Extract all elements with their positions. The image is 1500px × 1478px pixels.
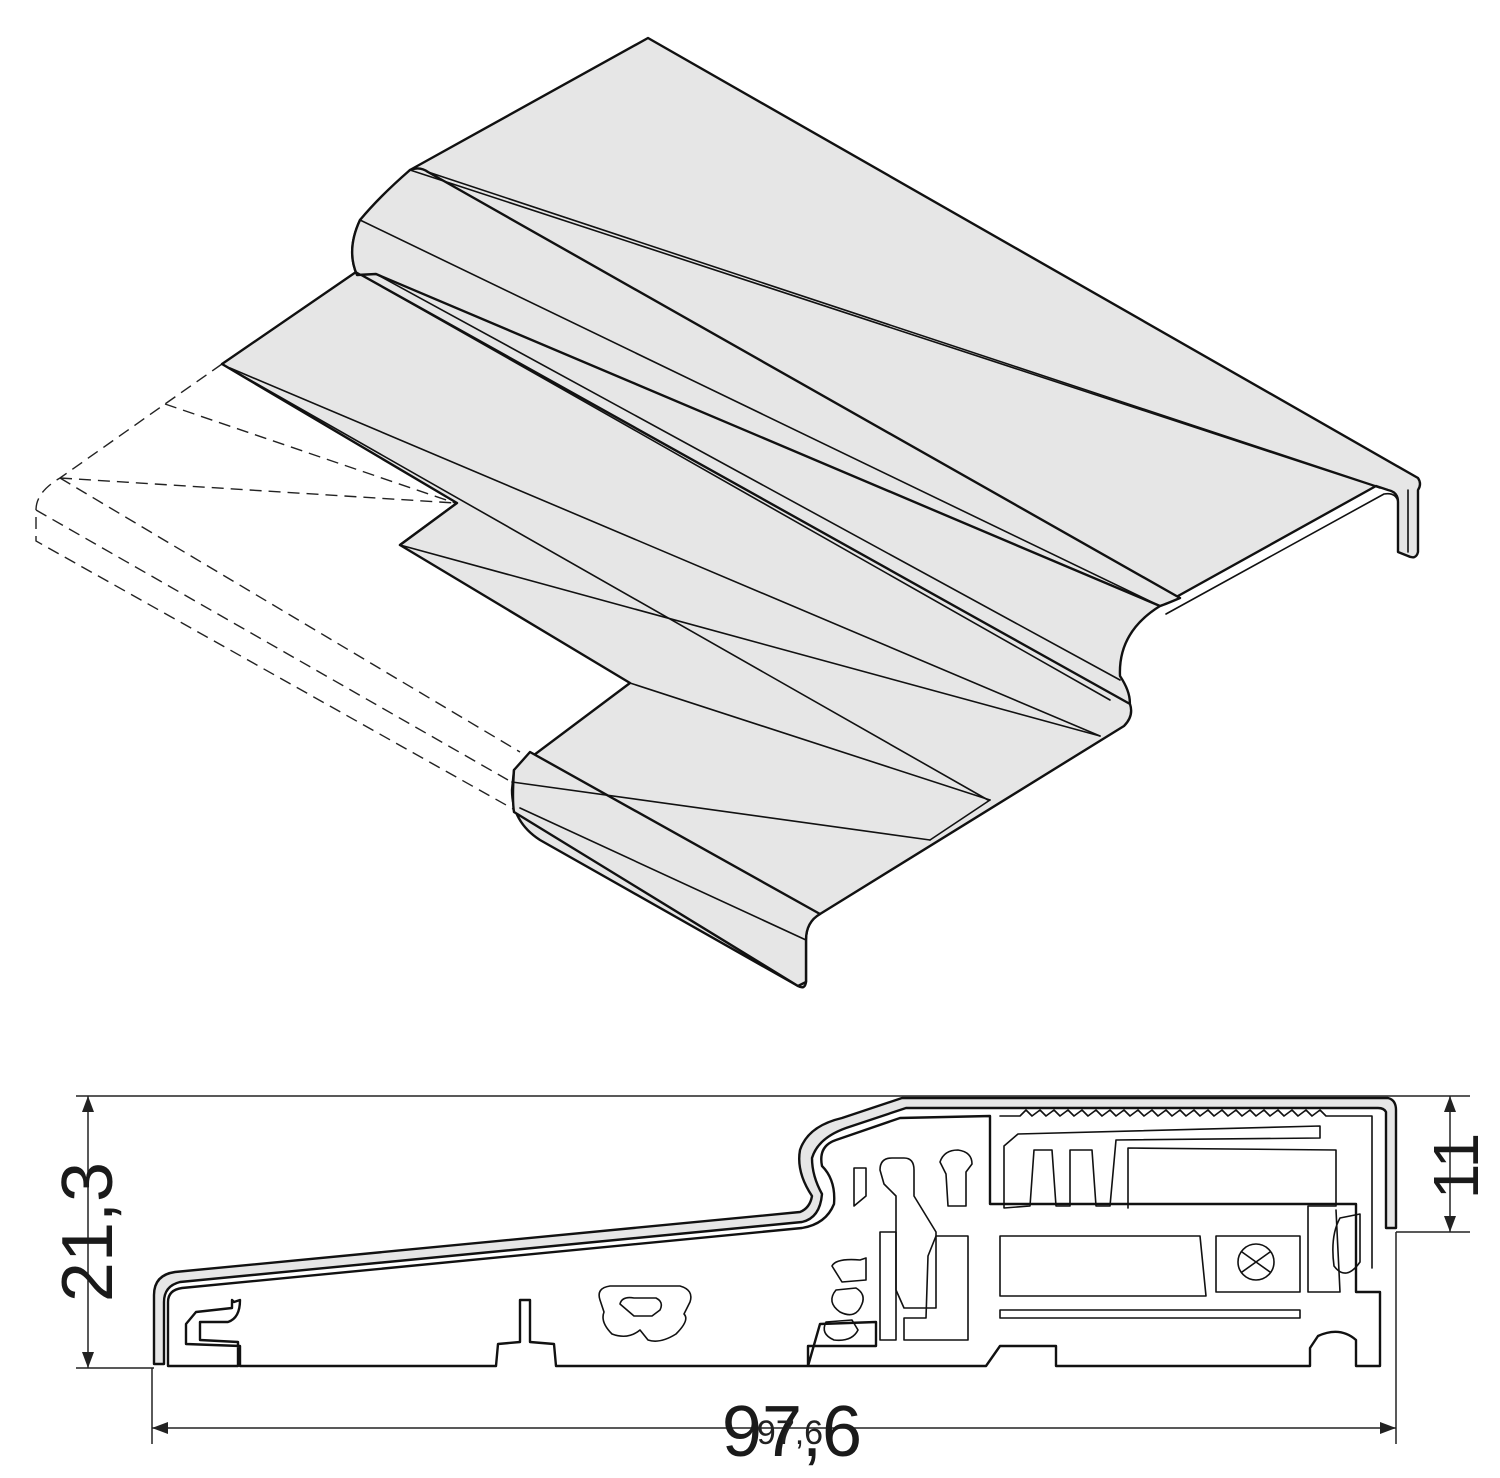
internal-chambers	[598, 1125, 1361, 1342]
width-dimension-ghost-label: 97,6	[757, 1414, 823, 1452]
phantom-section	[35, 363, 521, 811]
surface-lines	[221, 169, 1409, 941]
height-dimension-label: 21,3	[48, 1162, 128, 1302]
profile-body	[166, 1114, 1382, 1368]
width-dimension-label: 97,6	[722, 1392, 862, 1472]
isometric-view	[35, 36, 1422, 989]
dimension-lines	[76, 1095, 1470, 1444]
serrated-insert	[999, 1109, 1373, 1269]
step-dimension-label: 11	[1420, 1133, 1492, 1199]
ramp-cut-face	[511, 750, 822, 988]
cross-section	[152, 1096, 1398, 1368]
